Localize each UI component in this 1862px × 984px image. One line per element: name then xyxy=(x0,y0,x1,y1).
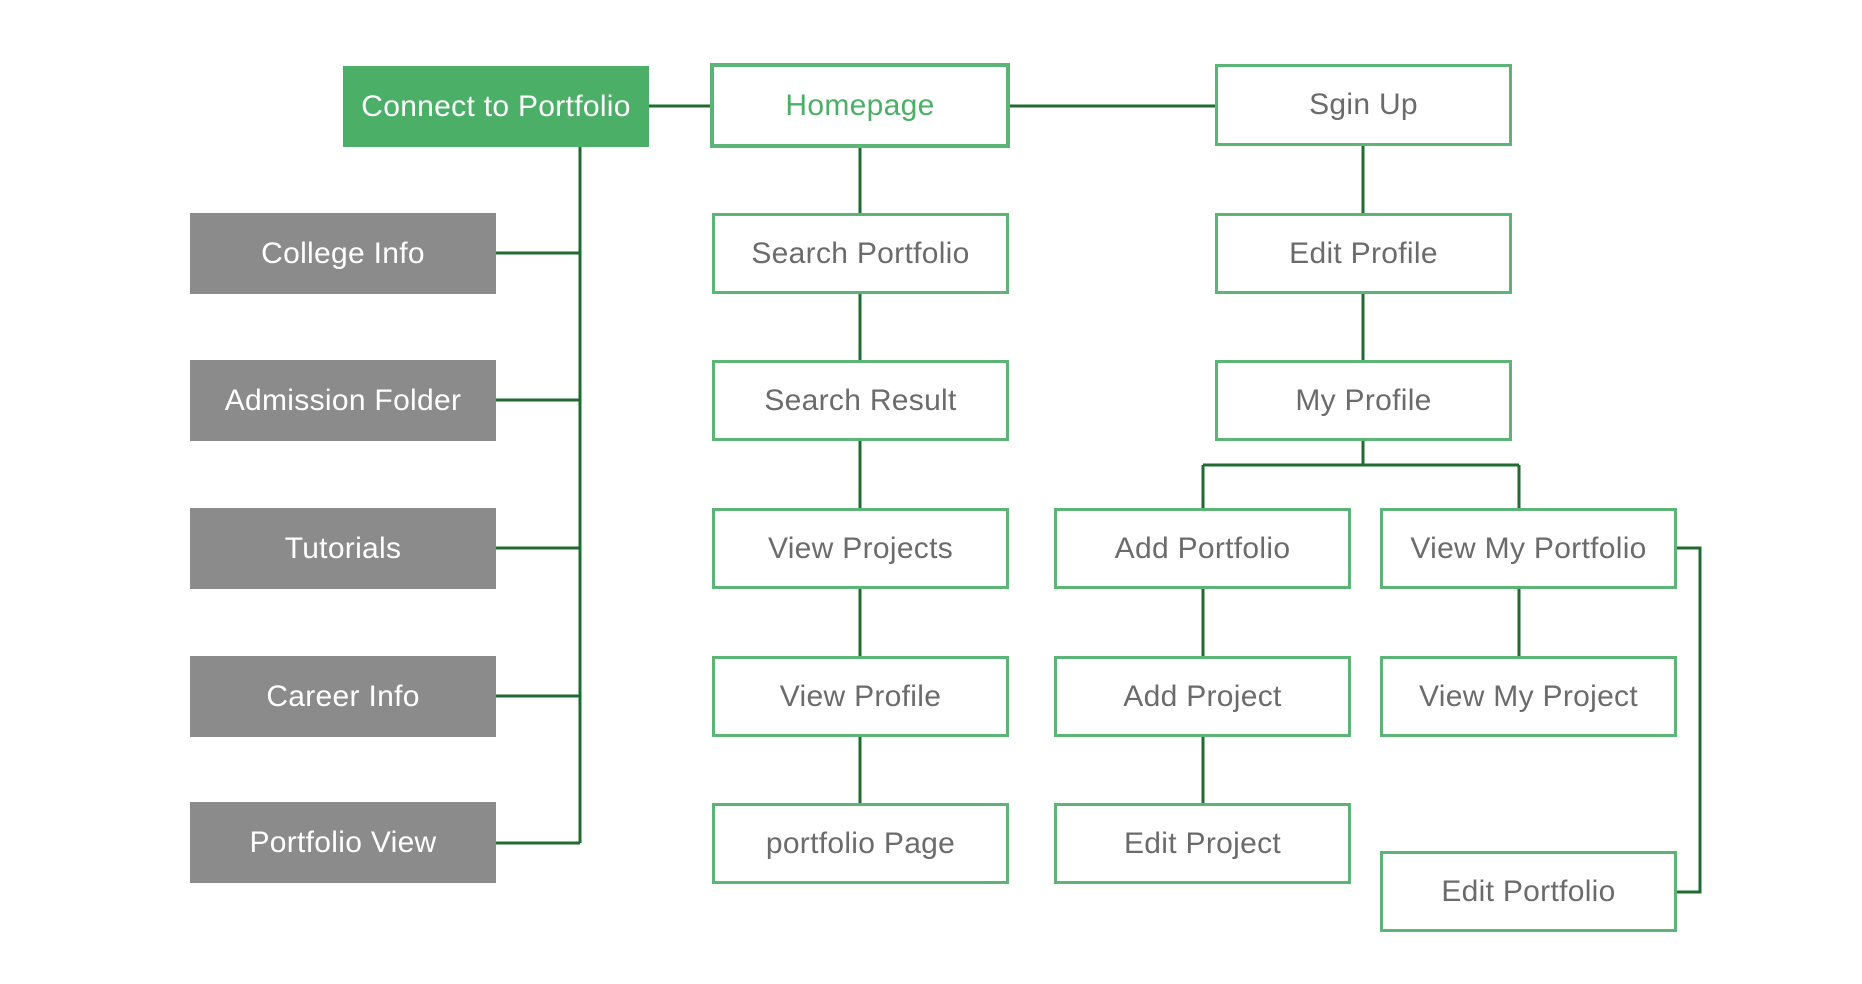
view-profile-label: View Profile xyxy=(779,679,942,713)
link-myprofile-split xyxy=(1201,441,1521,508)
edit-portfolio-label: Edit Portfolio xyxy=(1441,874,1616,908)
view-my-portfolio-node[interactable]: View My Portfolio xyxy=(1380,508,1677,589)
view-my-project-label: View My Project xyxy=(1418,679,1638,713)
career-info-node[interactable]: Career Info xyxy=(190,656,496,737)
my-profile-label: My Profile xyxy=(1295,383,1432,417)
portfolio-page-label: portfolio Page xyxy=(765,826,956,860)
homepage-node[interactable]: Homepage xyxy=(710,63,1010,148)
view-projects-label: View Projects xyxy=(767,531,954,565)
college-info-node[interactable]: College Info xyxy=(190,213,496,294)
view-profile-node[interactable]: View Profile xyxy=(712,656,1009,737)
add-project-label: Add Project xyxy=(1123,679,1282,713)
sign-up-node[interactable]: Sgin Up xyxy=(1215,64,1512,146)
search-result-node[interactable]: Search Result xyxy=(712,360,1009,441)
add-project-node[interactable]: Add Project xyxy=(1054,656,1351,737)
search-portfolio-node[interactable]: Search Portfolio xyxy=(712,213,1009,294)
college-info-label: College Info xyxy=(261,236,425,270)
career-info-label: Career Info xyxy=(266,679,420,713)
view-my-portfolio-label: View My Portfolio xyxy=(1410,531,1647,565)
portfolio-page-node[interactable]: portfolio Page xyxy=(712,803,1009,884)
edit-portfolio-node[interactable]: Edit Portfolio xyxy=(1380,851,1677,932)
tutorials-label: Tutorials xyxy=(284,531,402,565)
my-profile-node[interactable]: My Profile xyxy=(1215,360,1512,441)
search-result-label: Search Result xyxy=(764,383,957,417)
add-portfolio-node[interactable]: Add Portfolio xyxy=(1054,508,1351,589)
view-projects-node[interactable]: View Projects xyxy=(712,508,1009,589)
edit-profile-node[interactable]: Edit Profile xyxy=(1215,213,1512,294)
admission-folder-label: Admission Folder xyxy=(224,383,462,417)
connect-to-portfolio-node[interactable]: Connect to Portfolio xyxy=(343,66,649,147)
edit-profile-label: Edit Profile xyxy=(1289,236,1438,270)
add-portfolio-label: Add Portfolio xyxy=(1114,531,1291,565)
portfolio-view-node[interactable]: Portfolio View xyxy=(190,802,496,883)
sign-up-label: Sgin Up xyxy=(1309,88,1418,121)
view-my-project-node[interactable]: View My Project xyxy=(1380,656,1677,737)
search-portfolio-label: Search Portfolio xyxy=(751,236,970,270)
edit-project-label: Edit Project xyxy=(1124,826,1281,860)
admission-folder-node[interactable]: Admission Folder xyxy=(190,360,496,441)
connect-to-portfolio-label: Connect to Portfolio xyxy=(361,89,631,123)
portfolio-view-label: Portfolio View xyxy=(249,825,437,859)
tutorials-node[interactable]: Tutorials xyxy=(190,508,496,589)
homepage-label: Homepage xyxy=(785,88,935,122)
link-viewmyportfolio-editportfolio xyxy=(1677,546,1702,894)
edit-project-node[interactable]: Edit Project xyxy=(1054,803,1351,884)
